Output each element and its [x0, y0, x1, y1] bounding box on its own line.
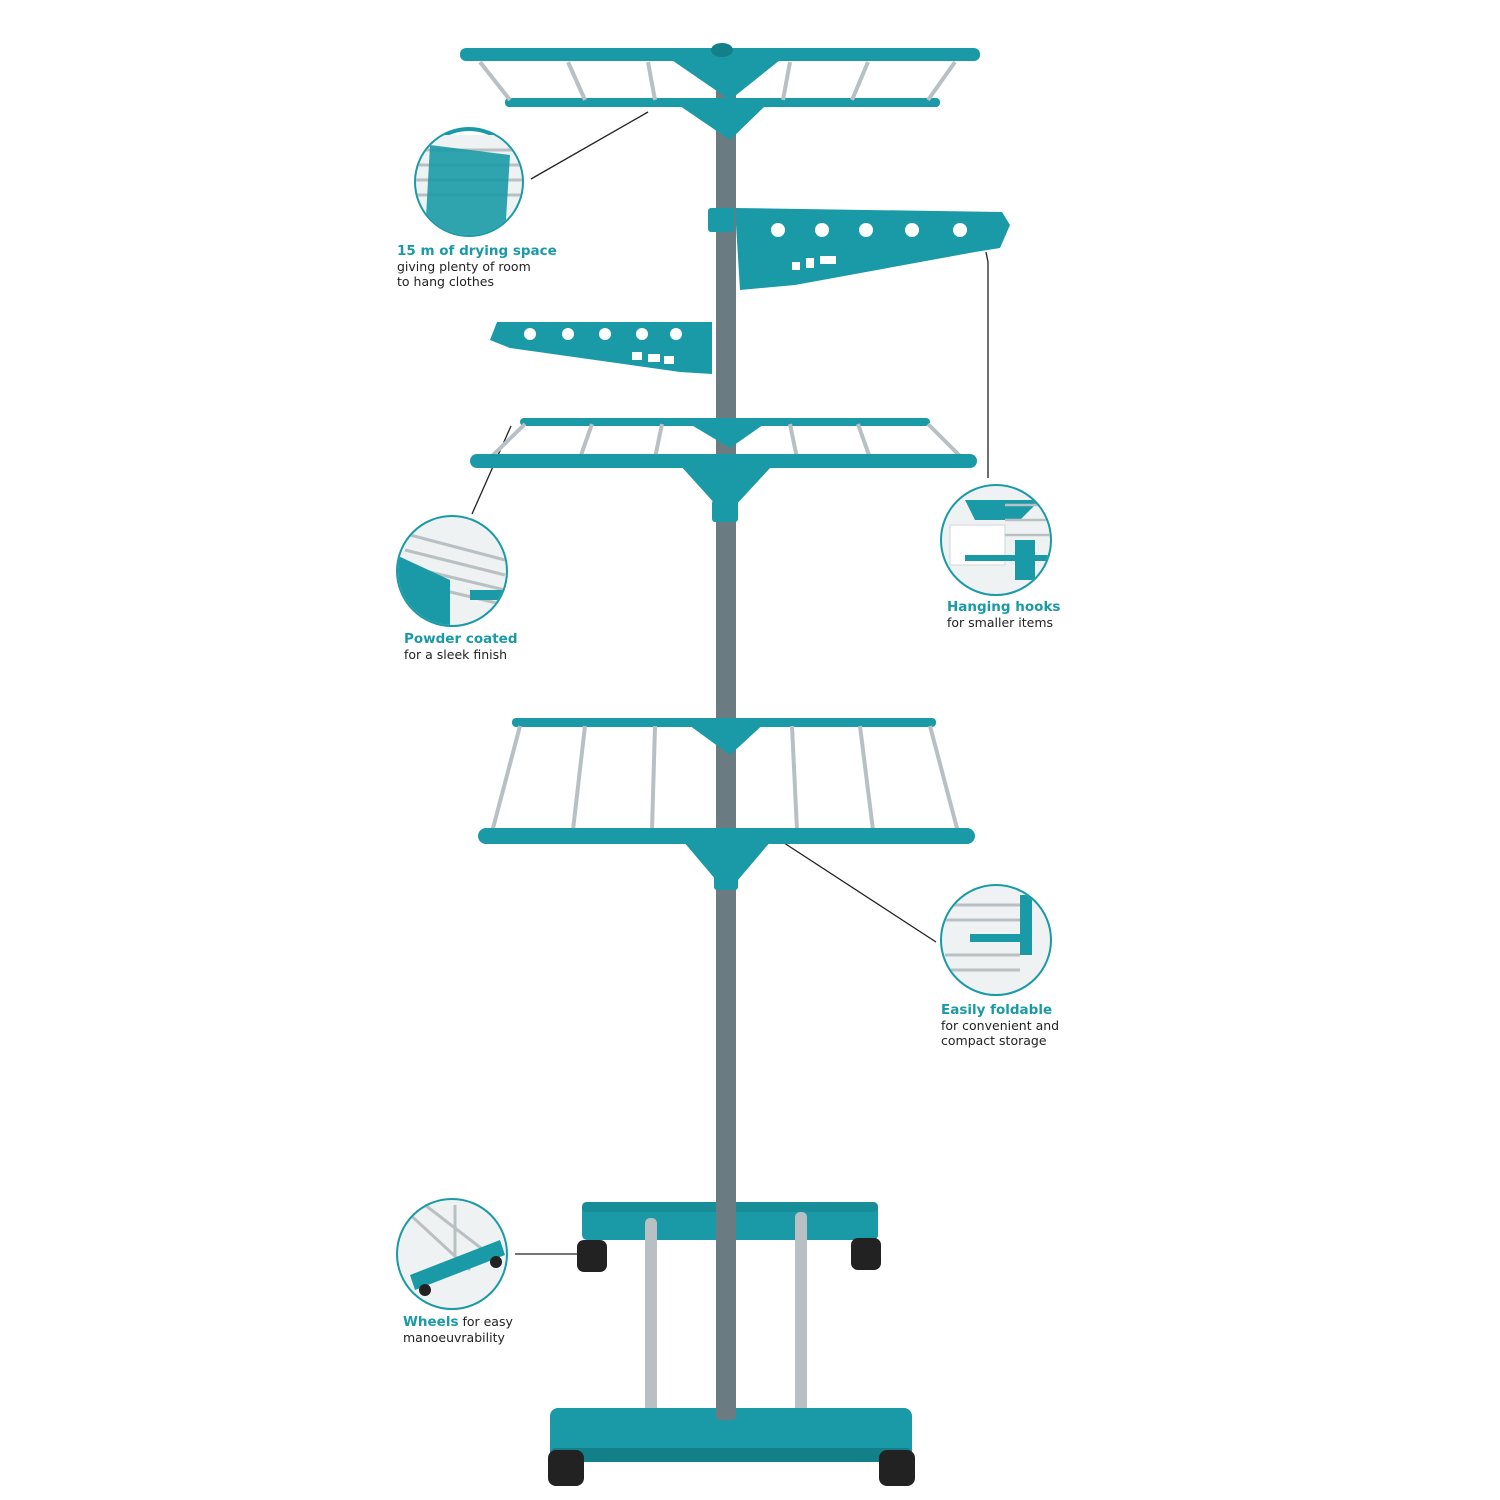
callout-desc-line: for a sleek finish — [404, 647, 508, 662]
callout-easily-foldable: Easily foldable for convenient and compa… — [941, 1002, 1060, 1049]
callout-wheels: Wheels for easy manoeuvrability — [403, 1314, 513, 1345]
base-right-rail — [795, 1212, 807, 1418]
callout-easily-foldable-image — [940, 884, 1052, 996]
front-right-wheel — [879, 1450, 915, 1486]
callout-title: 15 m of drying space — [397, 243, 557, 259]
middle-tier — [470, 418, 977, 522]
callout-drying-space: 15 m of drying space giving plenty of ro… — [397, 243, 557, 290]
callout-title: Hanging hooks — [947, 599, 1061, 615]
callout-wheels-image — [396, 1198, 508, 1310]
callout-powder-coated-image — [396, 515, 508, 627]
upper-hook-arm — [708, 208, 1010, 290]
front-left-wheel — [548, 1450, 584, 1486]
back-right-wheel — [851, 1238, 881, 1270]
callout-desc-line: compact storage — [941, 1033, 1047, 1048]
callout-title: Easily foldable — [941, 1002, 1053, 1018]
leader-line-hanging-hooks — [985, 251, 989, 478]
back-left-wheel — [577, 1240, 607, 1272]
callout-desc-line: manoeuvrability — [403, 1330, 505, 1345]
callout-title: Powder coated — [404, 631, 518, 647]
callout-title-suffix: for easy — [458, 1314, 513, 1329]
callout-drying-space-image — [414, 127, 524, 237]
leader-lines — [471, 111, 989, 1255]
base-left-rail — [645, 1218, 657, 1418]
callout-desc-line: giving plenty of room — [397, 259, 531, 274]
callout-desc-line: to hang clothes — [397, 274, 494, 289]
leader-line-drying-space — [530, 111, 649, 180]
top-tier — [460, 43, 980, 140]
callout-desc-line: for convenient and — [941, 1018, 1060, 1033]
callout-hanging-hooks-image — [940, 484, 1052, 596]
lower-hook-arm — [490, 322, 712, 374]
callout-hanging-hooks: Hanging hooks for smaller items — [947, 599, 1061, 631]
callout-title: Wheels — [403, 1314, 459, 1330]
leader-line-easily-foldable — [777, 838, 937, 943]
callout-powder-coated: Powder coated for a sleek finish — [404, 631, 518, 663]
callout-desc-line: for smaller items — [947, 615, 1054, 630]
leader-line-powder-coated — [471, 425, 512, 515]
bottom-tier — [478, 718, 975, 890]
